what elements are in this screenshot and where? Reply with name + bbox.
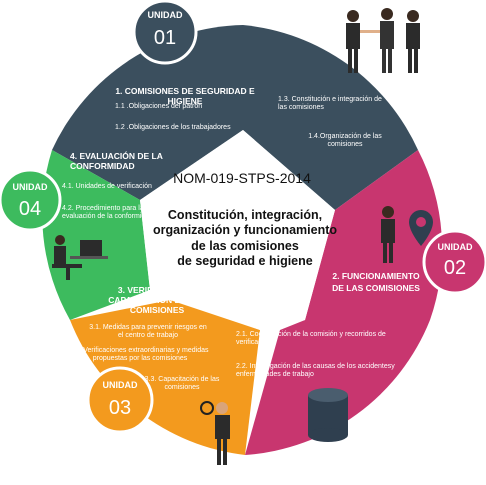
center-title-line-4: de seguridad e higiene	[177, 253, 313, 268]
section-2-title: 2. FUNCIONAMIENTO DE LAS COMISIONES	[332, 271, 420, 294]
center-title-line-3: de las comisiones	[191, 238, 299, 253]
unit-01-badge	[132, 0, 198, 65]
unit-03-number: 03	[108, 397, 132, 419]
center-title: Constitución, integración, organización …	[145, 208, 345, 269]
section-1-item-2: 1.2 .Obligaciones de los trabajadores	[115, 124, 231, 131]
inspector-magnifier-icon	[200, 401, 230, 465]
section-4-title: 4. EVALUACIÓN DE LA CONFORMIDAD	[70, 151, 163, 171]
section-1-title: 1. COMISIONES DE SEGURIDAD E HIGIENE	[115, 86, 255, 106]
unit-04-badge	[0, 168, 62, 232]
section-1-item-3: 1.3. Constitución e integración de las c…	[278, 96, 382, 112]
segment-1-left	[52, 25, 243, 200]
section-3-item-3: 3.3. Capacitación de las comisiones	[144, 376, 220, 392]
section-1-item-1: 1.1 .Obligaciones del patrón	[115, 103, 203, 110]
unit-01-number: 01	[153, 27, 177, 49]
unit-04-number: 04	[18, 198, 42, 220]
section-2-item-2: 2.2. Investigación de las causas de los …	[236, 363, 395, 379]
segment-1-right	[243, 25, 418, 210]
center-title-line-1: Constitución, integración,	[167, 208, 323, 222]
center-code: NOM-019-STPS-2014	[173, 170, 311, 186]
database-icon	[308, 388, 348, 442]
center-area	[140, 130, 335, 330]
unit-02-badge	[422, 229, 486, 295]
section-3-item-2: 3.2 Verificaciones extraordinarias y med…	[71, 347, 209, 363]
unit-03-badge	[86, 366, 154, 434]
section-3-item-1: 3.1. Medidas para prevenir riesgos en el…	[89, 324, 207, 340]
section-2-item-1: 2.1. Coordinación de la comisión y recor…	[236, 331, 386, 347]
segment-2b	[245, 320, 430, 455]
person-location-pin-icon	[381, 206, 433, 263]
unit-03-label: UNIDAD	[102, 380, 138, 390]
section-4-item-1: 4.1. Unidades de verificación	[62, 183, 152, 190]
section-1-item-4: 1.4.Organización de las comisiones	[308, 133, 382, 149]
segment-3	[70, 300, 260, 455]
segment-2	[305, 150, 443, 320]
unit-02-number: 02	[443, 257, 467, 279]
unit-04-label: UNIDAD	[12, 182, 48, 192]
handshake-people-icon	[346, 8, 420, 73]
center-title-line-2: organización y funcionamiento	[152, 223, 338, 238]
section-3-title: 3. VERIFICACIÓN Y CAPACITACIÓN DE LAS CO…	[108, 285, 206, 315]
section-4-item-2: 4.2. Procedimiento para la evaluación de…	[62, 205, 154, 221]
worker-computer-icon	[52, 235, 108, 280]
unit-01-label: UNIDAD	[147, 10, 183, 20]
unit-02-label: UNIDAD	[437, 242, 473, 252]
